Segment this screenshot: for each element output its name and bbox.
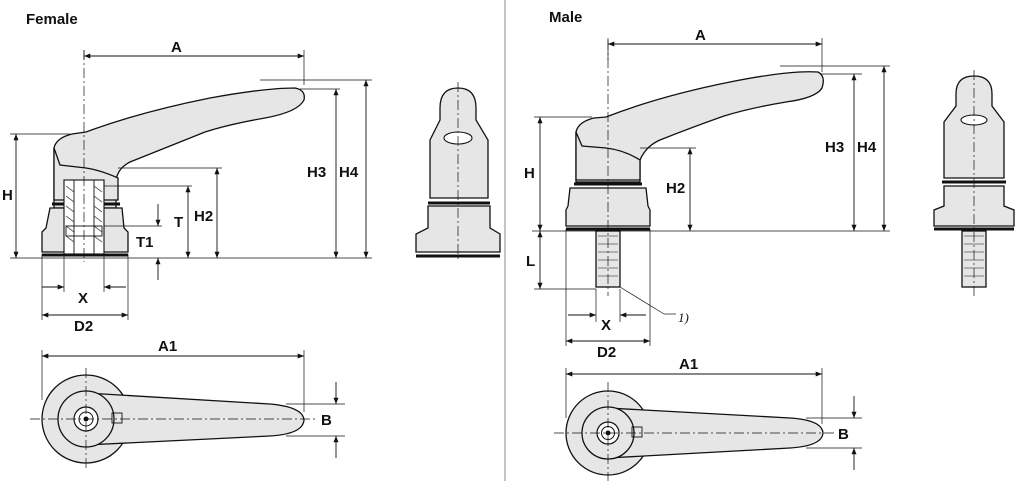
- female-side-view: [41, 50, 305, 262]
- female-dim-T: T: [174, 214, 183, 231]
- female-dim-T1: T1: [136, 234, 154, 251]
- male-title: Male: [549, 9, 582, 26]
- female-title: Female: [26, 11, 78, 28]
- male-dim-H4: H4: [857, 139, 877, 156]
- male-dim-H3: H3: [825, 139, 844, 156]
- female-panel: Female: [2, 11, 501, 470]
- male-dim-H2: H2: [666, 180, 685, 197]
- female-dim-H: H: [2, 187, 13, 204]
- male-top-view: A1 B: [554, 356, 862, 481]
- female-dim-X: X: [78, 290, 88, 307]
- male-dim-B: B: [838, 426, 849, 443]
- male-panel: Male A: [524, 9, 1015, 481]
- male-dim-D2: D2: [597, 344, 616, 361]
- female-dim-A: A: [171, 39, 182, 56]
- male-dimensions: A H3 H4 H H2 L: [524, 27, 890, 361]
- female-front-view: [415, 82, 501, 262]
- female-top-view: A1 B: [30, 338, 345, 470]
- female-dim-B: B: [321, 412, 332, 429]
- male-dim-X: X: [601, 317, 611, 334]
- female-dim-A1: A1: [158, 338, 177, 355]
- male-dim-L: L: [526, 253, 535, 270]
- male-dim-A: A: [695, 27, 706, 44]
- female-dim-D2: D2: [74, 318, 93, 335]
- male-side-view: [565, 40, 824, 296]
- male-front-view: [933, 70, 1015, 296]
- male-dim-A1: A1: [679, 356, 698, 373]
- female-dimensions: A H3 H4 H H2 T T1: [2, 39, 372, 335]
- female-dim-H3: H3: [307, 164, 326, 181]
- female-dim-H4: H4: [339, 164, 359, 181]
- male-note-1: 1): [678, 310, 689, 325]
- male-dim-H: H: [524, 165, 535, 182]
- female-dim-H2: H2: [194, 208, 213, 225]
